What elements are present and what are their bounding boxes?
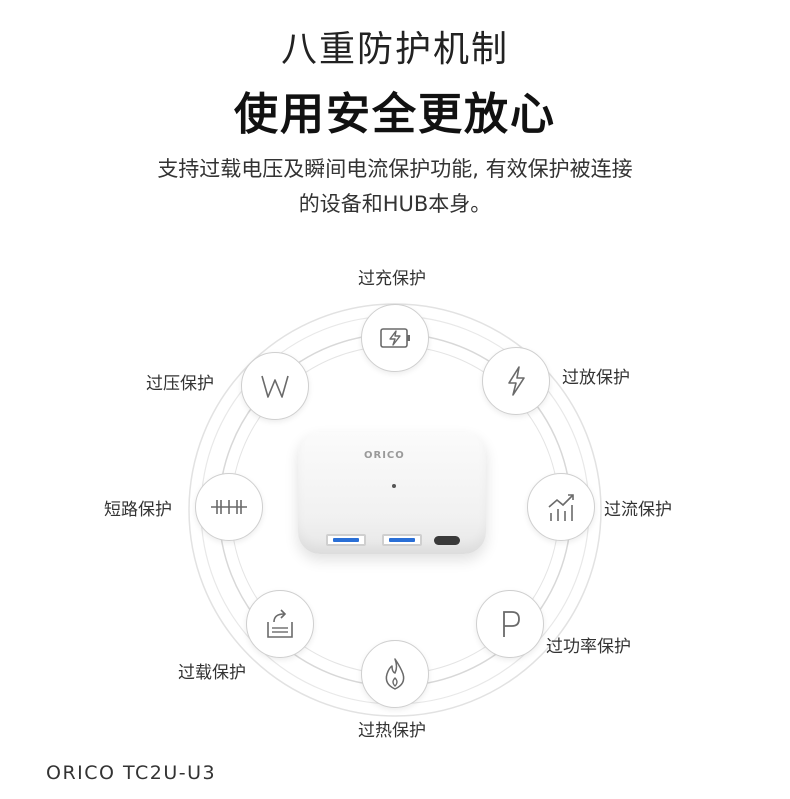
feature-label-overcurrent: 过流保护 xyxy=(604,500,672,520)
usb-a-port-1 xyxy=(326,534,366,546)
feature-label-overheat: 过热保护 xyxy=(358,721,426,741)
rising-chart-icon xyxy=(527,473,595,541)
usb-c-port xyxy=(434,536,460,545)
feature-label-overpower: 过功率保护 xyxy=(546,637,631,657)
battery-charge-icon xyxy=(361,304,429,372)
flame-icon xyxy=(361,640,429,708)
feature-label-short-circuit: 短路保护 xyxy=(104,500,172,520)
feature-label-overcharge: 过充保护 xyxy=(358,269,426,289)
description: 支持过载电压及瞬间电流保护功能, 有效保护被连接 的设备和HUB本身。 xyxy=(0,152,790,222)
page-title-line2: 使用安全更放心 xyxy=(234,89,556,140)
usb-a-port-2 xyxy=(382,534,422,546)
hub-led-indicator xyxy=(392,484,396,488)
letter-p-icon xyxy=(476,590,544,658)
page-title-line1: 八重防护机制 xyxy=(280,29,509,70)
hub-brand-logo: ORICO xyxy=(364,450,405,461)
feature-label-overvoltage: 过压保护 xyxy=(146,374,214,394)
description-line1: 支持过载电压及瞬间电流保护功能, 有效保护被连接 xyxy=(157,157,633,181)
description-line2: 的设备和HUB本身。 xyxy=(298,192,492,216)
model-name: ORICO TC2U-U3 xyxy=(46,762,217,784)
feature-label-overdischarge: 过放保护 xyxy=(562,368,630,388)
overflow-icon xyxy=(246,590,314,658)
feature-label-overload: 过载保护 xyxy=(178,663,246,683)
short-circuit-icon xyxy=(195,473,263,541)
usb-hub-product: ORICO xyxy=(298,432,486,554)
letter-w-icon xyxy=(241,352,309,420)
lightning-icon xyxy=(482,347,550,415)
